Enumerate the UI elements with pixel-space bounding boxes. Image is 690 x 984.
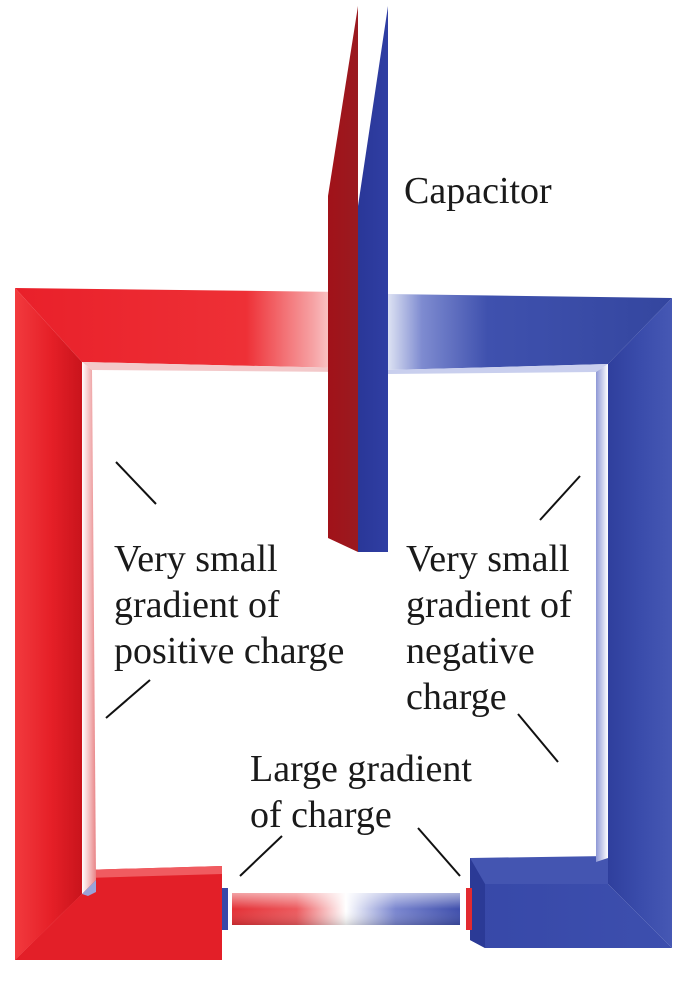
resistor-wire: [222, 888, 472, 930]
leader-right-lower: [517, 713, 559, 763]
capacitor-plates: [328, 6, 388, 552]
negative-gradient-line-4: charge: [406, 676, 507, 718]
capacitor-label: Capacitor: [404, 168, 552, 214]
leader-right-upper: [539, 475, 581, 521]
leader-bottom-left: [239, 835, 283, 877]
positive-gradient-label: Very small gradient of positive charge: [114, 536, 344, 674]
negative-gradient-label: Very small gradient of negative charge: [406, 536, 572, 720]
leader-bottom-right: [417, 827, 461, 877]
negative-gradient-line-2: gradient of: [406, 584, 572, 626]
negative-plate: [358, 6, 388, 552]
positive-gradient-line-2: gradient of: [114, 584, 280, 626]
large-gradient-line-1: Large gradient: [250, 748, 472, 790]
negative-gradient-line-1: Very small: [406, 538, 570, 580]
positive-gradient-line-1: Very small: [114, 538, 278, 580]
leader-left-lower: [105, 679, 151, 719]
positive-plate: [328, 6, 358, 552]
positive-gradient-line-3: positive charge: [114, 630, 345, 672]
negative-wire: [388, 294, 672, 948]
negative-gradient-line-3: negative: [406, 630, 535, 672]
large-gradient-line-2: of charge: [250, 794, 392, 836]
leader-left-upper: [115, 461, 157, 505]
positive-wire: [15, 288, 345, 960]
large-gradient-label: Large gradient of charge: [250, 746, 472, 838]
capacitor-label-text: Capacitor: [404, 170, 552, 212]
leader-lines: [105, 461, 581, 877]
